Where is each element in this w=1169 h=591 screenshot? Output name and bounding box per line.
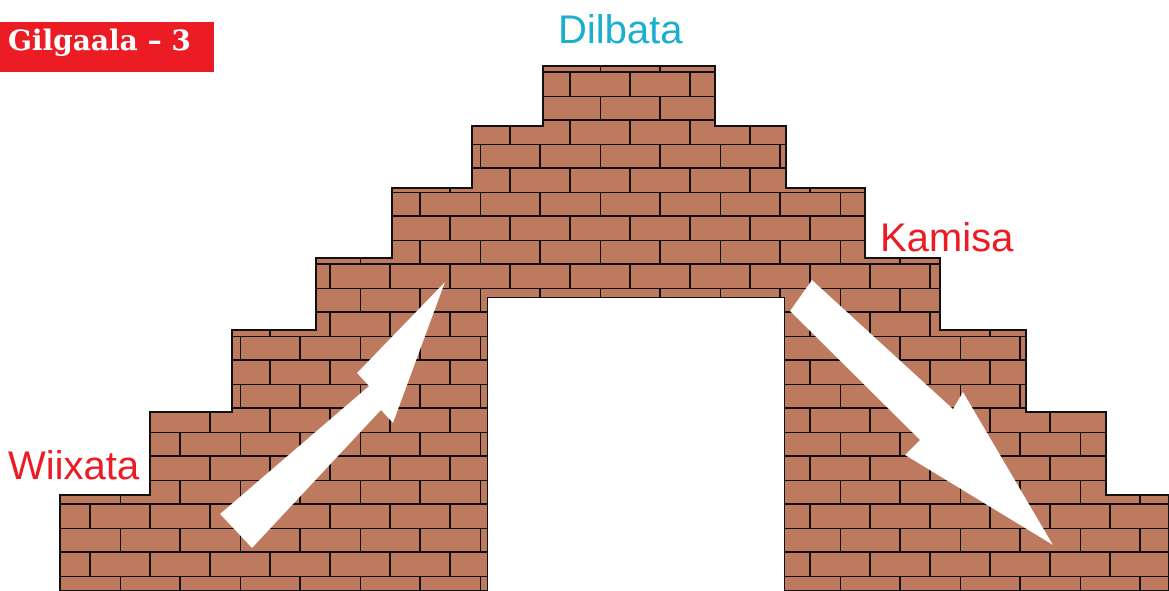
- step-badge-label: Gilgaala – 3: [8, 24, 191, 57]
- door-opening: [488, 298, 784, 591]
- arrow-up-right-icon: [220, 282, 445, 548]
- label-left: Wiixata: [8, 444, 140, 488]
- step-badge: [0, 22, 214, 72]
- arrow-down-right-icon: [790, 280, 1053, 545]
- label-top: Dilbata: [558, 8, 683, 52]
- label-right: Kamisa: [880, 216, 1014, 260]
